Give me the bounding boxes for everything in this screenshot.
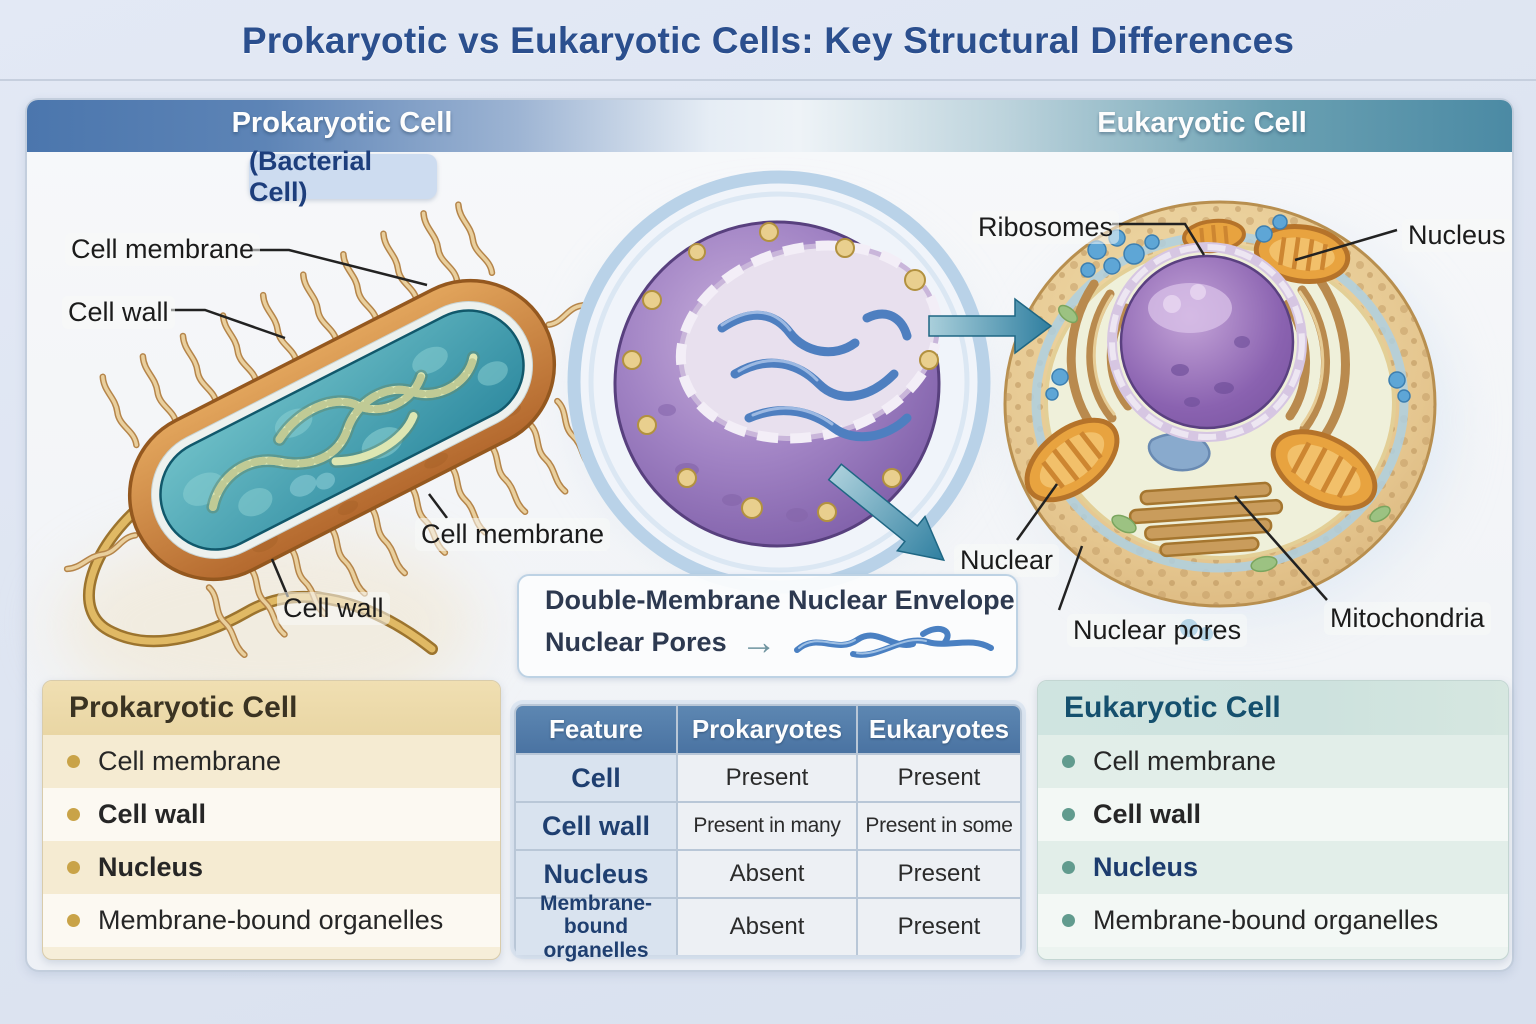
bullet-icon — [67, 861, 80, 874]
list-item-label: Cell membrane — [1093, 746, 1277, 776]
panel-header-bar — [27, 100, 1512, 152]
list-item: Nucleus — [43, 841, 500, 894]
eukaryote-summary-title: Eukaryotic Cell — [1038, 681, 1508, 735]
label-cell-wall-bottom: Cell wall — [277, 592, 390, 625]
table-cell: Present in some — [858, 803, 1020, 849]
list-item: Nucleus — [1038, 841, 1508, 894]
page-title: Prokaryotic vs Eukaryotic Cells: Key Str… — [241, 20, 1295, 61]
eukaryote-summary-box: Eukaryotic Cell Cell membrane Cell wall … — [1037, 680, 1509, 960]
table-row-feature: Cell wall — [516, 803, 676, 849]
envelope-callout-title: Double-Membrane Nuclear Envelope — [545, 585, 1015, 615]
eukaryotic-section-title: Eukaryotic Cell — [1097, 107, 1307, 139]
nucleus-closeup-illustration — [567, 170, 991, 594]
table-row-feature: Membrane-bound organelles — [516, 892, 676, 962]
bullet-icon — [1062, 808, 1075, 821]
label-cell-membrane-top: Cell membrane — [65, 233, 261, 266]
bullet-icon — [1062, 914, 1075, 927]
eukaryotic-cell-illustration — [1003, 200, 1437, 608]
list-item: Cell wall — [1038, 788, 1508, 841]
bullet-icon — [1062, 755, 1075, 768]
table-header-feature: Feature — [516, 706, 676, 753]
list-item-label: Nucleus — [1093, 852, 1199, 882]
comparison-table: Feature Prokaryotes Eukaryotes Cell Pres… — [514, 704, 1022, 962]
table-cell: Absent — [678, 899, 856, 955]
label-ribosomes: Ribosomes — [972, 211, 1120, 244]
table-row-feature: Nucleus — [516, 851, 676, 897]
nuclear-pores-label: Nuclear Pores — [545, 626, 727, 657]
prokaryotic-section-title: Prokaryotic Cell — [231, 107, 453, 139]
nuclear-envelope-callout: Double-Membrane Nuclear Envelope Nuclear… — [517, 574, 1018, 678]
table-header-eukaryotes: Eukaryotes — [858, 706, 1020, 753]
bullet-icon — [67, 808, 80, 821]
list-item-label: Membrane-bound organelles — [98, 905, 444, 935]
bullet-icon — [67, 755, 80, 768]
table-cell: Present — [678, 755, 856, 801]
diagram-panel: Prokaryotic Cell Eukaryotic Cell (Bacter… — [25, 98, 1514, 972]
list-item-label: Nucleus — [98, 852, 204, 882]
prokaryote-summary-title: Prokaryotic Cell — [43, 681, 500, 735]
arrow-right-icon: → — [740, 621, 777, 662]
table-cell: Present — [858, 851, 1020, 897]
label-nuclear: Nuclear — [954, 544, 1060, 577]
list-item-label: Membrane-bound organelles — [1093, 905, 1439, 935]
bacterial-cell-subtitle: (Bacterial Cell) — [249, 146, 437, 207]
list-item: Membrane-bound organelles — [1038, 894, 1508, 947]
label-mitochondria: Mitochondria — [1324, 602, 1491, 635]
label-nuclear-pores: Nuclear pores — [1067, 614, 1248, 647]
list-item-label: Cell wall — [1093, 799, 1202, 829]
label-cell-wall-top: Cell wall — [62, 296, 175, 329]
table-cell: Present — [858, 899, 1020, 955]
list-item: Cell membrane — [1038, 735, 1508, 788]
table-cell: Present — [858, 755, 1020, 801]
table-cell: Absent — [678, 851, 856, 897]
list-item-label: Cell membrane — [98, 746, 282, 776]
bullet-icon — [67, 914, 80, 927]
label-cell-membrane-bottom: Cell membrane — [415, 518, 611, 551]
list-item: Cell wall — [43, 788, 500, 841]
table-cell: Present in many — [678, 803, 856, 849]
list-item: Membrane-bound organelles — [43, 894, 500, 947]
table-header-prokaryotes: Prokaryotes — [678, 706, 856, 753]
list-item: Cell membrane — [43, 735, 500, 788]
title-divider — [0, 79, 1536, 81]
bullet-icon — [1062, 861, 1075, 874]
prokaryote-summary-box: Prokaryotic Cell Cell membrane Cell wall… — [42, 680, 501, 960]
label-nucleus: Nucleus — [1402, 219, 1512, 252]
table-row-feature: Cell — [516, 755, 676, 801]
list-item-label: Cell wall — [98, 799, 207, 829]
dna-strands-icon — [793, 625, 994, 658]
